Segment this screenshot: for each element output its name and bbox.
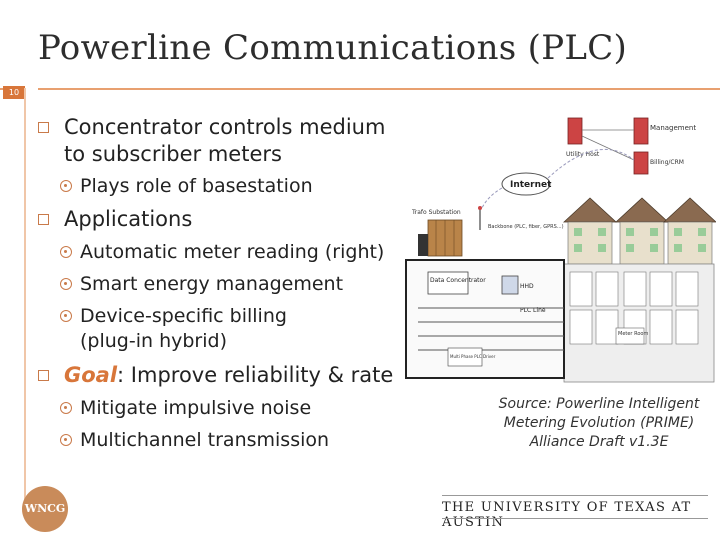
title-rule (38, 88, 720, 90)
goal-keyword: Goal (64, 363, 118, 387)
circle-bullet-icon (60, 180, 72, 192)
bullet-text: Applications (64, 207, 193, 231)
management-label: Management (650, 124, 696, 132)
goal-text: : Improve reliability & rate (117, 363, 394, 387)
sub-bullet-text: Device-specific billing (plug-in hybrid) (80, 305, 287, 352)
bullet-goal: Goal: Improve reliability & rate (38, 362, 393, 389)
square-bullet-icon (38, 370, 49, 381)
bullet-text: Goal: Improve reliability & rate (64, 362, 393, 389)
meter-room-label: Meter Room (618, 331, 648, 337)
billing-label: Billing/CRM (650, 159, 684, 166)
wncg-logo: WNCG (22, 486, 68, 532)
circle-bullet-icon (60, 402, 72, 414)
data-concentrator-label: Data Concentrator (430, 277, 486, 284)
sub-bullet-text: Smart energy management (80, 273, 344, 295)
house-icon (562, 197, 716, 265)
circle-bullet-icon (60, 310, 72, 322)
sub-bullet-text: Multichannel transmission (80, 429, 330, 451)
sub-bullet-text: Automatic meter reading (right) (80, 241, 385, 263)
square-bullet-icon (38, 214, 49, 225)
slide-number: 10 (3, 86, 25, 99)
internet-label: Internet (510, 180, 552, 190)
circle-bullet-icon (60, 434, 72, 446)
sub-bullet-app-1: Automatic meter reading (right) (60, 240, 384, 265)
sub-bullet-basestation: Plays role of basestation (60, 174, 313, 199)
hhd-label: HHD (520, 283, 534, 290)
metering-network-diagram: Management Utility Host Billing/CRM Inte… (405, 117, 716, 383)
sub-bullet-app-3: Device-specific billing (plug-in hybrid) (60, 304, 310, 354)
backbone-label: Backbone (PLC, fiber, GPRS...) (488, 224, 564, 230)
university-wordmark: THE UNIVERSITY OF TEXAS AT AUSTIN (442, 500, 692, 530)
sub-bullet-app-2: Smart energy management (60, 272, 343, 297)
source-caption: Source: Powerline Intelligent Metering E… (498, 396, 700, 450)
bullet-applications: Applications (38, 206, 192, 233)
square-bullet-icon (38, 122, 49, 133)
left-margin-rule (24, 88, 26, 508)
sub-bullet-goal-2: Multichannel transmission (60, 428, 329, 453)
sub-bullet-text: Mitigate impulsive noise (80, 397, 312, 419)
multiphase-label: Multi Phase PLC Driver (450, 354, 496, 359)
footer-rule-bottom (442, 518, 708, 519)
circle-bullet-icon (60, 246, 72, 258)
trafo-label: Trafo Substation (411, 209, 461, 216)
circle-bullet-icon (60, 278, 72, 290)
bullet-text: Concentrator controls medium to subscrib… (64, 115, 386, 166)
bullet-concentrator: Concentrator controls medium to subscrib… (38, 114, 390, 168)
plc-line-label: PLC Line (520, 307, 546, 314)
server-icon (567, 117, 649, 175)
sub-bullet-text: Plays role of basestation (80, 175, 313, 197)
footer-rule-top (442, 495, 708, 496)
slide-title: Powerline Communications (PLC) (38, 28, 628, 68)
sub-bullet-goal-1: Mitigate impulsive noise (60, 396, 311, 421)
